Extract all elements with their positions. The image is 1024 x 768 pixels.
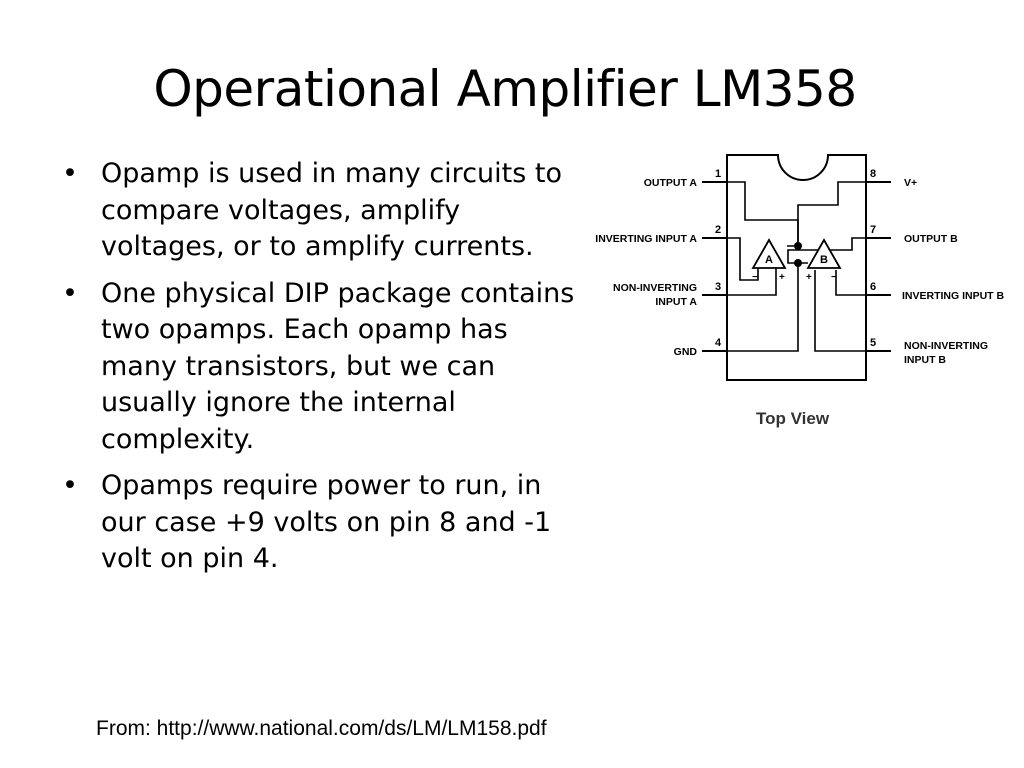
pin-3-label-line2: INPUT A: [655, 296, 697, 308]
bullet-marker: •: [62, 158, 78, 189]
pin-1-label: OUTPUT A: [644, 177, 698, 189]
amp-b-plus-sign: +: [806, 272, 812, 283]
pin-7-label: OUTPUT B: [904, 233, 958, 245]
pin-number: 7: [870, 224, 876, 236]
wire-output-b-pin7: [787, 237, 866, 264]
pin-8-label: V+: [904, 177, 917, 189]
amplifier-b-label: B: [820, 254, 828, 266]
amp-a-plus-sign: +: [779, 272, 785, 283]
amp-b-minus-sign: −: [831, 272, 837, 283]
pin-number: 3: [715, 281, 721, 293]
lm358-pinout-diagram: A B − + + − 1 2 3 4 8 7 6 5 OUTPUT A INV…: [595, 154, 1005, 428]
junction-dot: [794, 259, 802, 267]
wire-pin3-noninverting-a: [727, 268, 777, 296]
amplifier-b-symbol: [806, 238, 842, 269]
bullet-item: • Opamps require power to run, in our ca…: [62, 468, 582, 578]
slide-title: Operational Amplifier LM358: [153, 60, 857, 118]
top-view-label: Top View: [756, 409, 830, 428]
pin-number: 5: [870, 337, 876, 349]
bullet-list: • Opamp is used in many circuits to comp…: [62, 156, 582, 588]
wire-pin4-gnd: [727, 263, 799, 352]
wire-pin2-inverting-a: [727, 237, 759, 281]
pin-2-label: INVERTING INPUT A: [595, 233, 697, 245]
bullet-item: • One physical DIP package contains two …: [62, 276, 582, 459]
pin-6-label: INVERTING INPUT B: [902, 290, 1005, 302]
amp-a-minus-sign: −: [752, 272, 758, 283]
wire-pin5-noninverting-b: [814, 270, 866, 352]
dip-package-outline: [726, 154, 867, 381]
bullet-text: Opamp is used in many circuits to compar…: [101, 158, 562, 262]
wire-pin6-inverting-b: [835, 270, 866, 296]
pin-number: 8: [870, 168, 876, 180]
bullet-marker: •: [62, 470, 78, 501]
bullet-text: One physical DIP package contains two op…: [101, 277, 575, 455]
wire-pin8-vplus: [797, 181, 866, 246]
amplifier-a-label: A: [765, 254, 773, 266]
bullet-text: Opamps require power to run, in our case…: [101, 470, 552, 574]
wire-pin1-output-a: [727, 181, 799, 247]
pin-5-label-line1: NON-INVERTING: [904, 340, 988, 352]
source-credit: From: http://www.national.com/ds/LM/LM15…: [96, 717, 547, 740]
bullet-marker: •: [62, 277, 78, 309]
pin-5-label-line2: INPUT B: [904, 354, 946, 366]
pin-number: 2: [715, 224, 721, 236]
pin-number: 4: [715, 337, 722, 349]
bullet-item: • Opamp is used in many circuits to comp…: [62, 156, 582, 266]
amplifier-a-symbol: [751, 238, 787, 269]
pin-4-label: GND: [674, 346, 698, 358]
junction-dot: [794, 242, 802, 250]
pin-number: 1: [715, 168, 721, 180]
pin-3-label-line1: NON-INVERTING: [613, 282, 697, 294]
pin-number: 6: [870, 281, 876, 293]
